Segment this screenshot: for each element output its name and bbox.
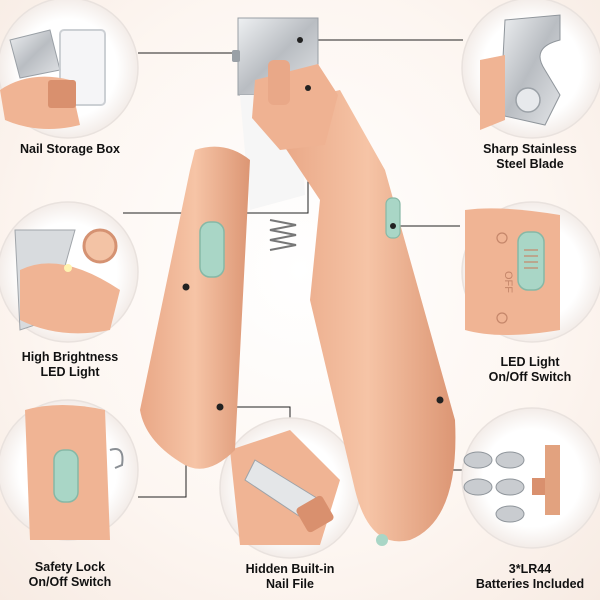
label-batteries: 3*LR44 Batteries Included (475, 562, 585, 591)
safety-lock-switch[interactable] (199, 221, 225, 278)
label-steel-blade: Sharp Stainless Steel Blade (483, 142, 577, 171)
led-light-switch[interactable] (385, 197, 401, 239)
safety-lock-icon (25, 405, 124, 540)
label-nail-storage-box: Nail Storage Box (19, 142, 121, 156)
batteries-icon (463, 445, 560, 523)
switch-off-label: OFF (502, 271, 514, 293)
blade-icon (480, 14, 561, 130)
circle-batteries (461, 407, 600, 549)
clipper-body (140, 17, 456, 546)
storage-box-icon (0, 29, 106, 129)
label-led-light: High Brightness LED Light (21, 350, 119, 379)
nail-file-icon (230, 430, 340, 545)
label-safety-lock: Safety Lock On/Off Switch (28, 560, 112, 589)
led-light-icon (14, 228, 120, 334)
label-led-switch: LED Light On/Off Switch (488, 355, 572, 384)
led-switch-icon (465, 208, 560, 335)
label-nail-file: Hidden Built-in Nail File (245, 562, 335, 591)
